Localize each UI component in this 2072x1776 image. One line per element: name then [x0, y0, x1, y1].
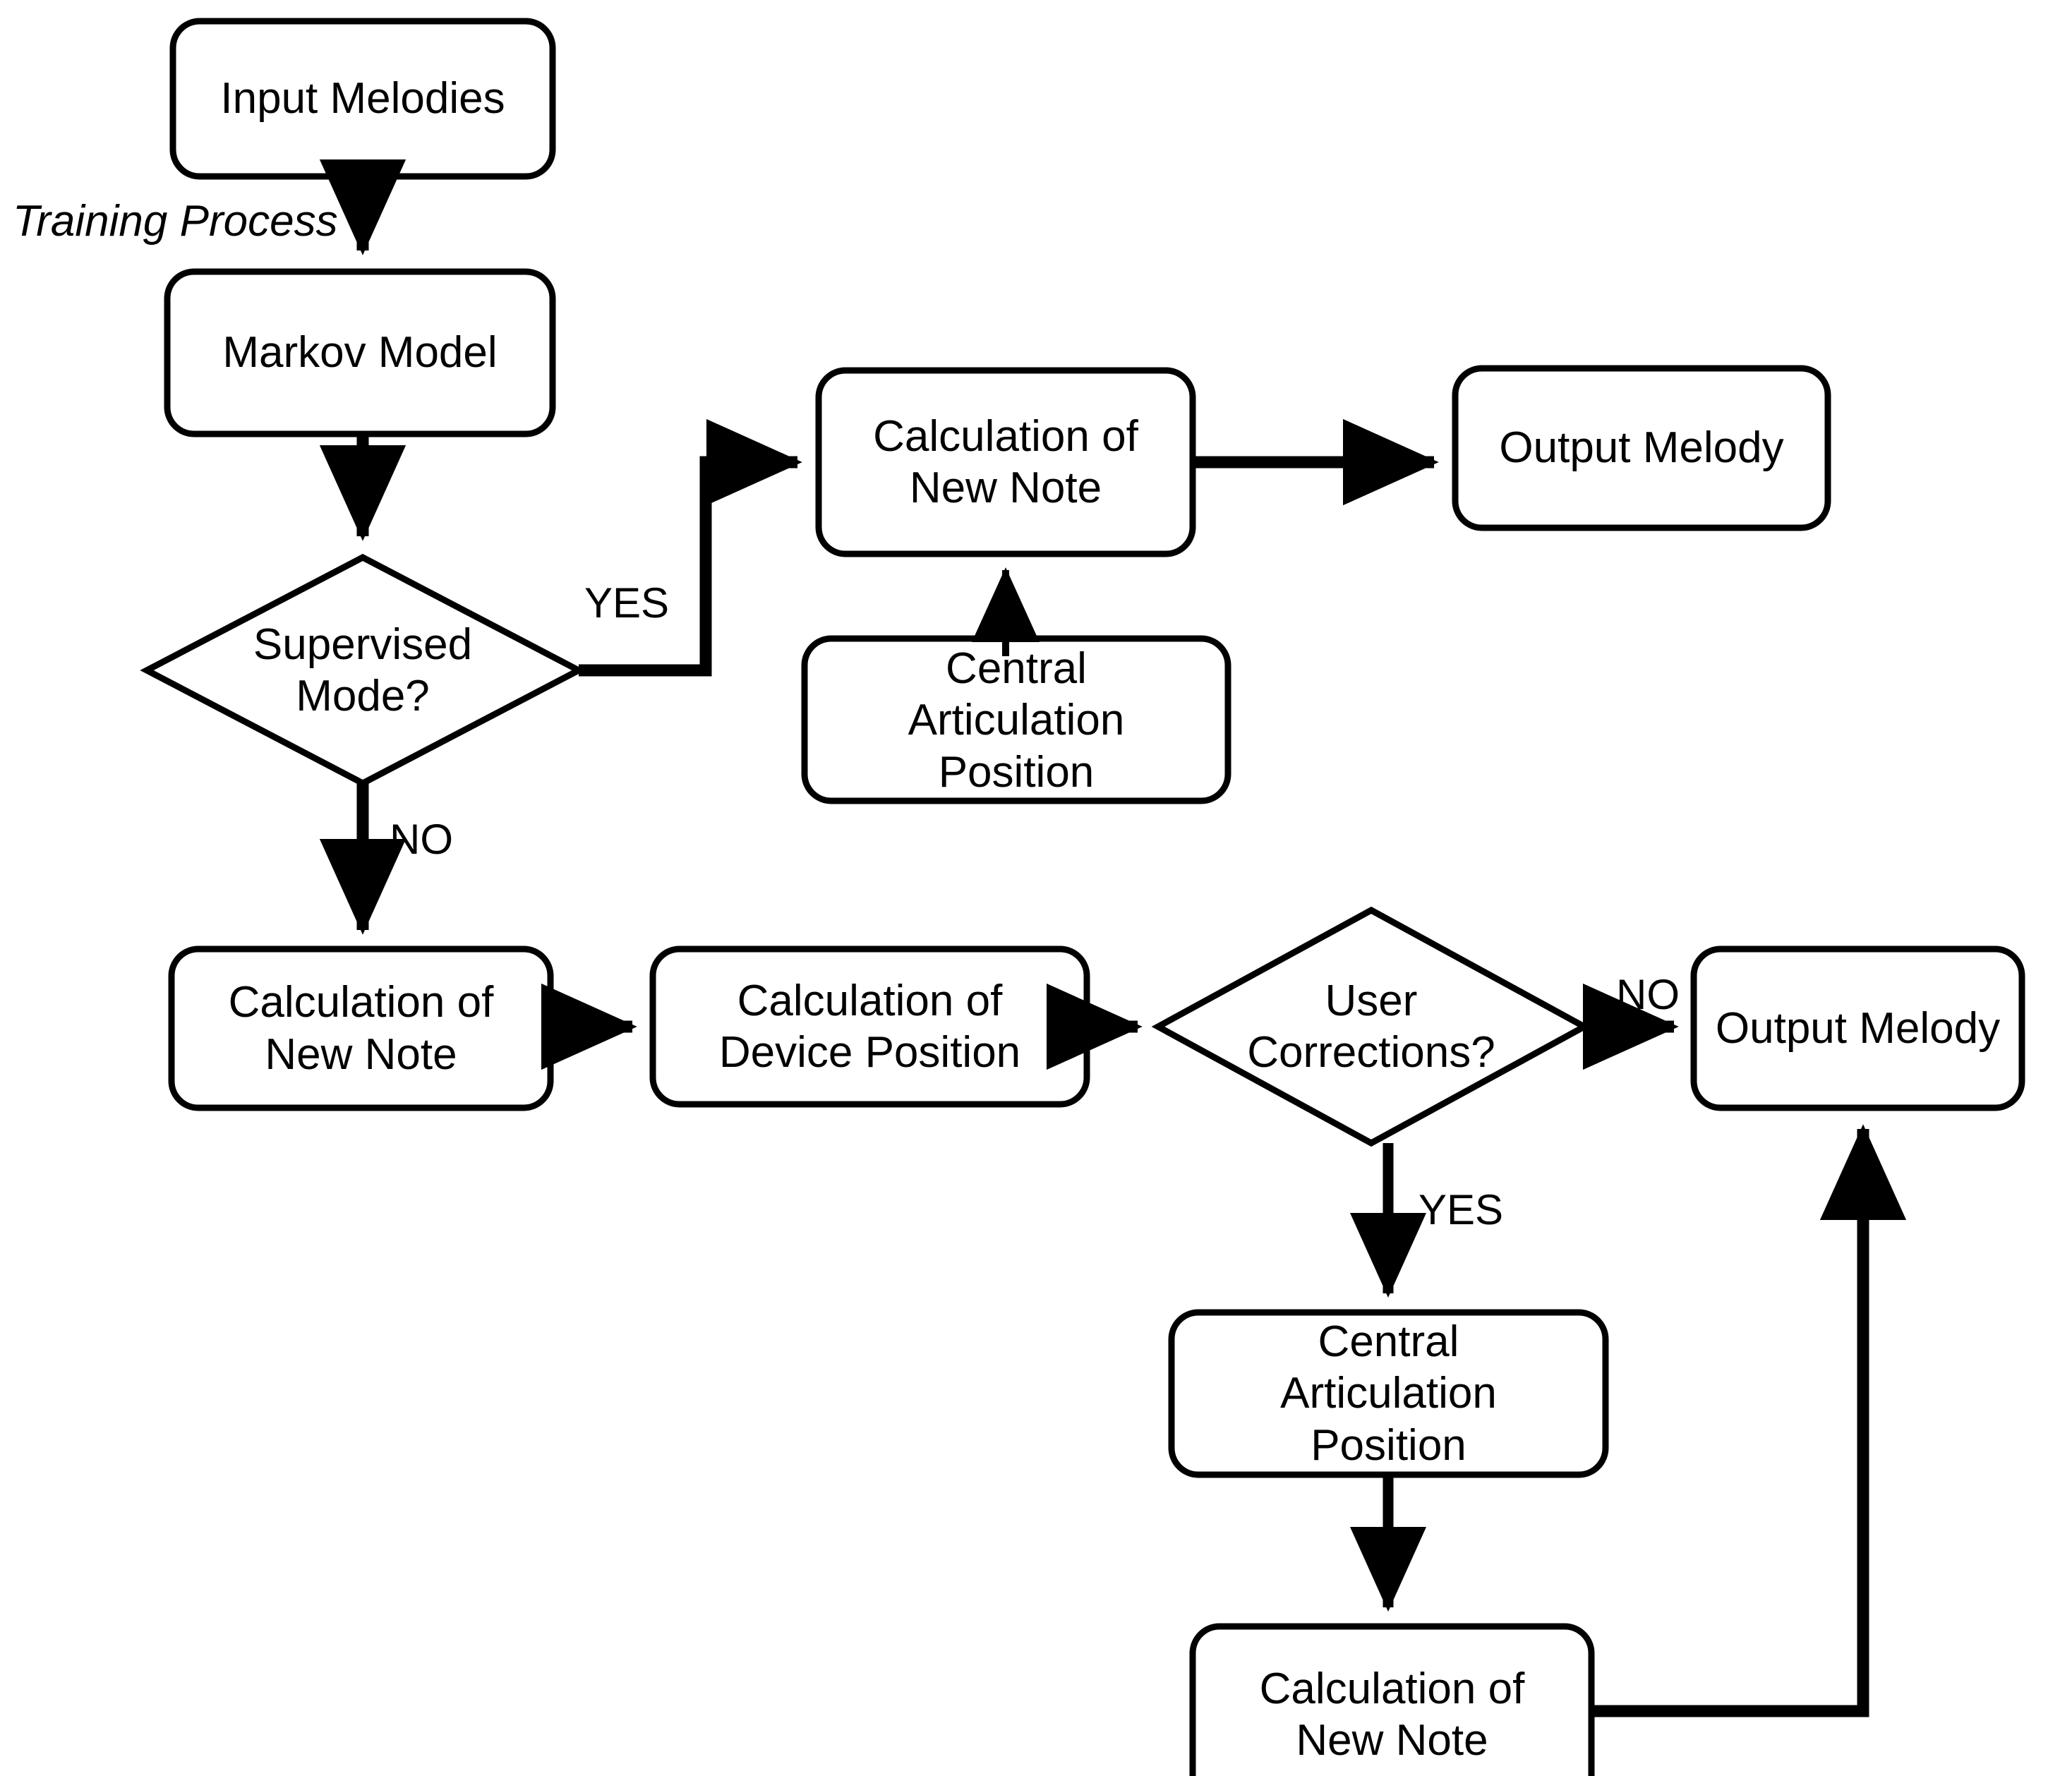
edge-calcnote-return-to-output [1591, 1124, 1907, 1717]
node-supervised-mode [140, 553, 586, 787]
node-markov-model [164, 268, 556, 437]
edge-label-corrections-no: NO [1616, 971, 1680, 1018]
edge-label-supervised-yes: YES [584, 579, 670, 627]
node-calc-new-note-top [815, 367, 1196, 557]
node-output-melody-top [1452, 365, 1831, 531]
node-central-articulation-bottom [1168, 1309, 1609, 1478]
edge-label-supervised-no: NO [390, 816, 453, 863]
node-central-articulation-top [801, 635, 1231, 804]
node-calc-new-note-left [168, 946, 554, 1111]
node-calc-new-note-bottom [1189, 1623, 1595, 1776]
node-user-corrections [1151, 906, 1591, 1147]
node-calc-device-position [649, 946, 1090, 1108]
node-output-melody-bottom [1690, 946, 2025, 1111]
edge-label-training-process: Training Process [13, 197, 338, 246]
edge-supervised-yes [579, 418, 802, 677]
node-input-melodies [169, 18, 556, 180]
edge-label-corrections-yes: YES [1419, 1186, 1504, 1233]
